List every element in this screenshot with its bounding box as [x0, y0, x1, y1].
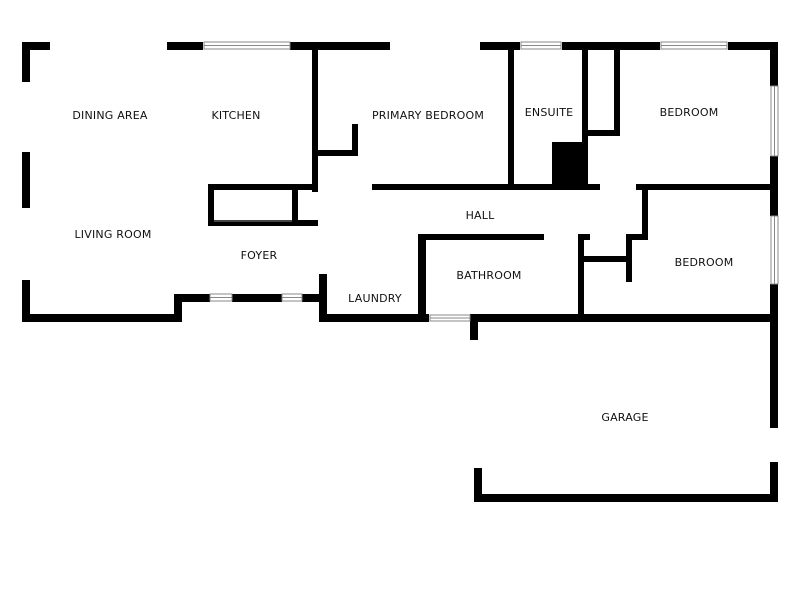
- wall: [418, 234, 544, 240]
- wall: [174, 294, 210, 302]
- room-label-laundry: LAUNDRY: [348, 292, 402, 305]
- wall: [352, 124, 358, 156]
- wall: [474, 468, 482, 502]
- wall: [22, 280, 30, 322]
- wall: [578, 234, 590, 240]
- wall: [312, 150, 358, 156]
- wall: [770, 284, 778, 428]
- wall: [418, 234, 426, 322]
- wall: [174, 294, 182, 322]
- room-label-kitchen: KITCHEN: [211, 109, 260, 122]
- wall: [22, 42, 30, 82]
- room-label-foyer: FOYER: [241, 249, 278, 262]
- room-label-dining-area: DINING AREA: [72, 109, 148, 122]
- wall: [770, 42, 778, 86]
- wall: [22, 42, 50, 50]
- wall: [562, 42, 660, 50]
- wall: [770, 462, 778, 502]
- wall: [372, 184, 600, 190]
- wall: [208, 220, 318, 226]
- room-label-hall: HALL: [466, 209, 496, 222]
- wall: [167, 42, 203, 50]
- shower-block: [552, 142, 588, 186]
- wall: [208, 184, 318, 190]
- room-label-bedroom: BEDROOM: [675, 256, 734, 269]
- wall: [208, 184, 214, 226]
- room-label-primary-bedroom: PRIMARY BEDROOM: [372, 109, 484, 122]
- wall: [319, 314, 429, 322]
- wall: [22, 152, 30, 208]
- wall: [586, 130, 620, 136]
- room-label-living-room: LIVING ROOM: [74, 228, 151, 241]
- wall: [614, 42, 620, 136]
- wall: [474, 494, 778, 502]
- wall: [470, 314, 778, 322]
- wall: [319, 274, 325, 280]
- wall: [470, 314, 478, 340]
- room-label-bathroom: BATHROOM: [456, 269, 521, 282]
- wall: [642, 184, 648, 240]
- wall: [578, 234, 584, 322]
- wall: [582, 42, 588, 190]
- wall: [232, 294, 282, 302]
- wall: [22, 314, 182, 322]
- room-label-bedroom: BEDROOM: [660, 106, 719, 119]
- room-label-garage: GARAGE: [601, 411, 648, 424]
- wall: [636, 184, 778, 190]
- wall: [312, 42, 318, 192]
- wall: [292, 184, 298, 226]
- wall: [578, 256, 632, 262]
- windows: [203, 41, 779, 322]
- wall: [728, 42, 778, 50]
- wall: [319, 274, 327, 322]
- room-labels: DINING AREA KITCHEN PRIMARY BEDROOM ENSU…: [72, 106, 733, 424]
- walls: [22, 42, 778, 502]
- wall: [508, 42, 514, 190]
- wall: [480, 42, 520, 50]
- wall: [626, 234, 648, 240]
- wall: [626, 234, 632, 282]
- wall: [290, 42, 390, 50]
- wall: [302, 294, 326, 302]
- room-label-ensuite: ENSUITE: [525, 106, 574, 119]
